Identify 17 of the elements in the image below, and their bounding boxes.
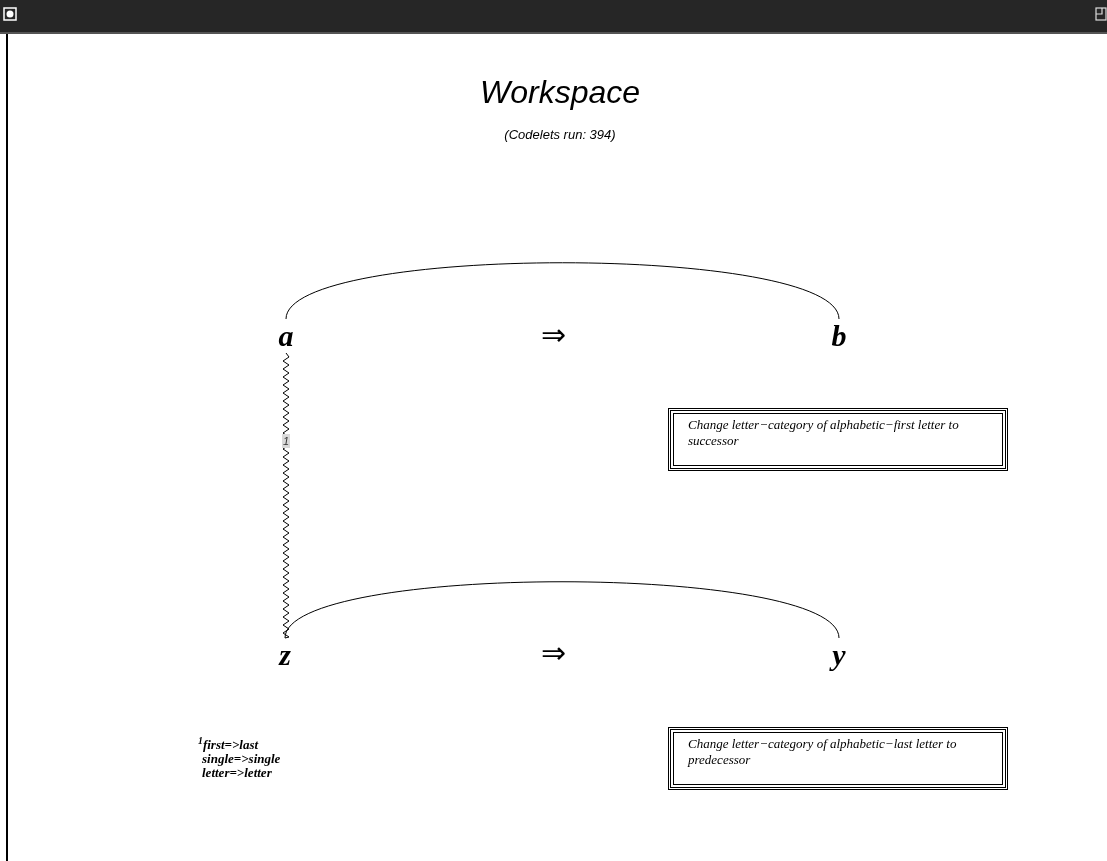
letter: z xyxy=(270,640,300,670)
wavy-bridge-line xyxy=(282,352,290,639)
arc-connector xyxy=(284,581,840,639)
letter: y xyxy=(824,640,854,670)
arc-connector xyxy=(285,262,840,320)
letter: b xyxy=(824,321,854,351)
mapping-arrow-symbol: ⇒ xyxy=(541,638,566,668)
footnote-line: $^{1}$first=>last xyxy=(198,738,259,752)
caption: (Codelets run: 394) xyxy=(503,126,617,144)
title: Workspace xyxy=(478,73,641,112)
rule-text: Change letter−category of alphabetic−last letter to predecessor xyxy=(688,736,958,768)
letter: a xyxy=(271,321,301,351)
mapping-arrow-symbol: ⇒ xyxy=(541,320,566,350)
footnote-line: single=>single xyxy=(202,752,281,766)
footnote-line: letter=>letter xyxy=(202,766,272,780)
edge-label: 1 xyxy=(282,434,291,449)
rule-text: Change letter−category of alphabetic−first letter to successor xyxy=(688,417,960,449)
